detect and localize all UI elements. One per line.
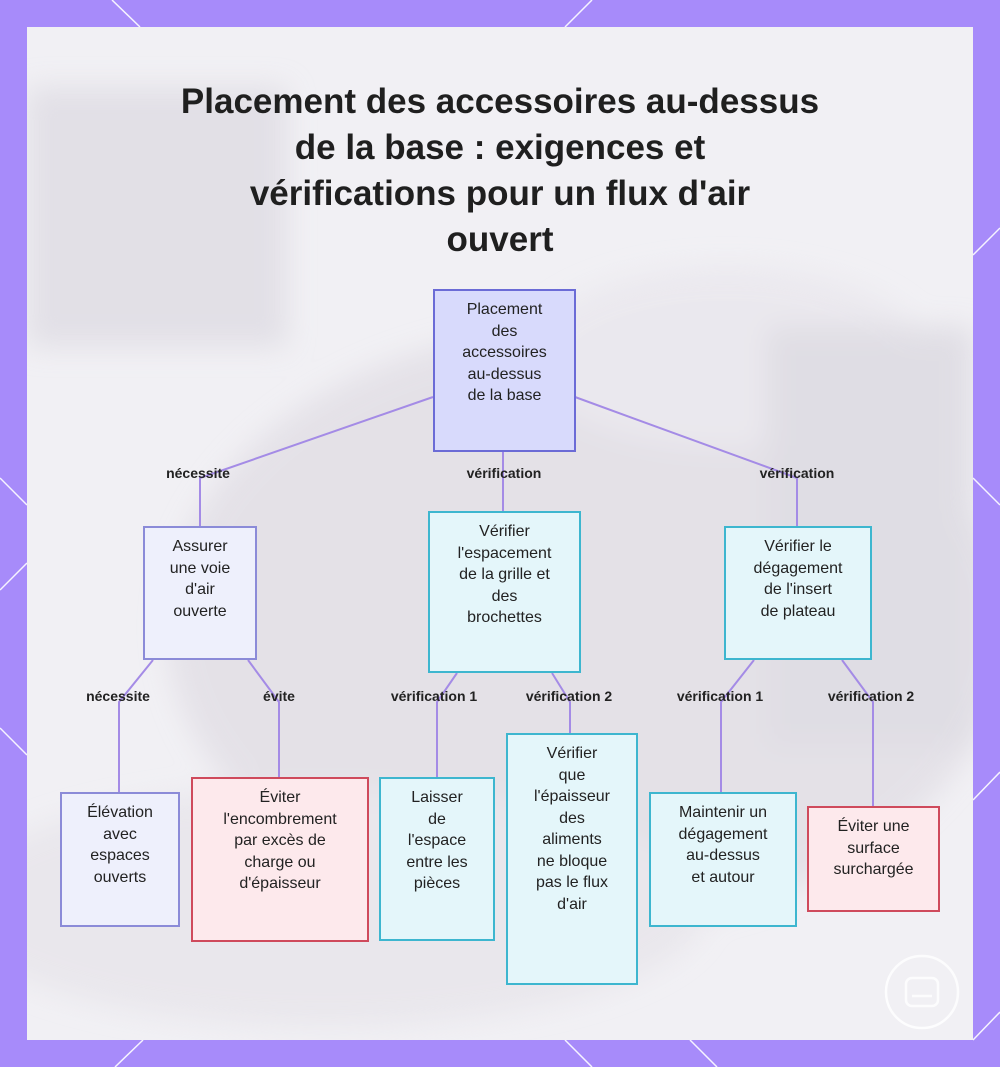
- node-root: Placement des accessoires au-dessus de l…: [433, 289, 576, 452]
- node-avoid-surface-label: Éviter une surface surchargée: [833, 818, 914, 878]
- watermark-logo-icon: [884, 954, 960, 1030]
- node-tray: Vérifier le dégagement de l'insert de pl…: [724, 526, 872, 660]
- link-airway-elevation: [118, 659, 154, 792]
- node-airway: Assurer une voie d'air ouverte: [143, 526, 257, 660]
- node-tray-label: Vérifier le dégagement de l'insert de pl…: [753, 538, 843, 620]
- node-leave-space-label: Laisser de l'espace entre les pièces: [406, 789, 468, 892]
- node-root-label: Placement des accessoires au-dessus de l…: [462, 301, 547, 404]
- node-avoid-surface: Éviter une surface surchargée: [807, 806, 940, 912]
- edge-label-grill-thickness: vérification 2: [525, 688, 613, 704]
- node-keep-clearance-label: Maintenir un dégagement au-dessus et aut…: [678, 804, 768, 886]
- node-avoid-overload: Éviter l'encombrement par excès de charg…: [191, 777, 369, 942]
- node-elevation: Élévation avec espaces ouverts: [60, 792, 180, 927]
- node-check-thickness-label: Vérifier que l'épaisseur des aliments ne…: [534, 745, 610, 913]
- link-grill-space: [436, 672, 458, 777]
- edge-label-tray-surface: vérification 2: [827, 688, 915, 704]
- node-grill-label: Vérifier l'espacement de la grille et de…: [457, 523, 552, 626]
- diagram-title: Placement des accessoires au-dessus de l…: [180, 82, 820, 259]
- node-check-thickness: Vérifier que l'épaisseur des aliments ne…: [506, 733, 638, 985]
- node-avoid-overload-label: Éviter l'encombrement par excès de charg…: [223, 789, 337, 892]
- link-root-tray: [574, 396, 798, 526]
- edge-label-root-airway: nécessite: [166, 465, 230, 481]
- node-airway-label: Assurer une voie d'air ouverte: [169, 538, 231, 620]
- connector-lines: [118, 396, 874, 806]
- diagram-panel: Placement des accessoires au-dessus de l…: [27, 27, 973, 1040]
- edge-label-airway-elevation: nécessite: [86, 688, 150, 704]
- edge-label-grill-space: vérification 1: [390, 688, 478, 704]
- link-tray-clearance: [720, 659, 755, 792]
- node-keep-clearance: Maintenir un dégagement au-dessus et aut…: [649, 792, 797, 927]
- edge-label-root-grill: vérification: [466, 465, 542, 481]
- edge-label-airway-avoid: évite: [263, 688, 295, 704]
- node-grill: Vérifier l'espacement de la grille et de…: [428, 511, 581, 673]
- link-airway-avoid: [247, 659, 280, 777]
- link-grill-thickness: [551, 672, 571, 733]
- link-tray-surface: [841, 659, 874, 806]
- link-root-airway: [199, 396, 434, 526]
- node-elevation-label: Élévation avec espaces ouverts: [87, 804, 153, 886]
- edge-label-root-tray: vérification: [759, 465, 835, 481]
- node-leave-space: Laisser de l'espace entre les pièces: [379, 777, 495, 941]
- edge-label-tray-clearance: vérification 1: [676, 688, 764, 704]
